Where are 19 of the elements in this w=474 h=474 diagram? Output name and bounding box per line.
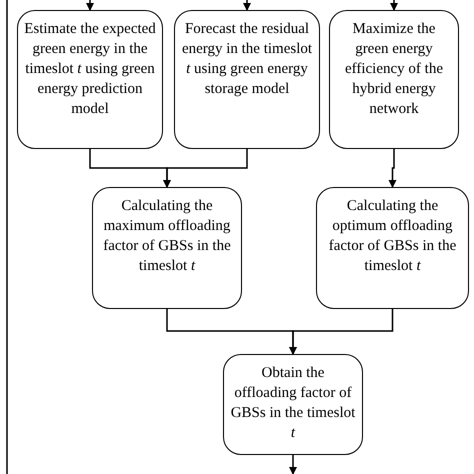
process-box	[223, 354, 363, 455]
arrow	[163, 149, 248, 188]
box-text: Calculating the maximum offloading factor of GBSs in the timeslot t	[102, 197, 232, 276]
arrow	[289, 309, 394, 355]
process-box	[329, 10, 459, 149]
arrow	[86, 0, 94, 11]
process-box	[316, 187, 469, 309]
process-box	[17, 10, 163, 149]
box-text: Estimate the expected green energy in the timeslot t using green energy prediction model	[23, 20, 157, 119]
arrow	[390, 0, 398, 11]
arrow	[243, 0, 251, 11]
process-box	[174, 10, 320, 149]
box-text: Obtain the offloading factor of GBSs in the timeslot t	[230, 364, 356, 443]
box-text: Maximize the green energy efficiency of the hybrid energy network	[344, 20, 444, 119]
process-box	[92, 187, 242, 309]
box-text: Forecast the residual energy in the timeslot t using green energy storage model	[180, 20, 314, 99]
box-text: Calculating the optimum offloading factor of GBSs in the timeslot t	[328, 197, 458, 276]
arrow	[289, 455, 297, 474]
arrow	[388, 149, 396, 188]
